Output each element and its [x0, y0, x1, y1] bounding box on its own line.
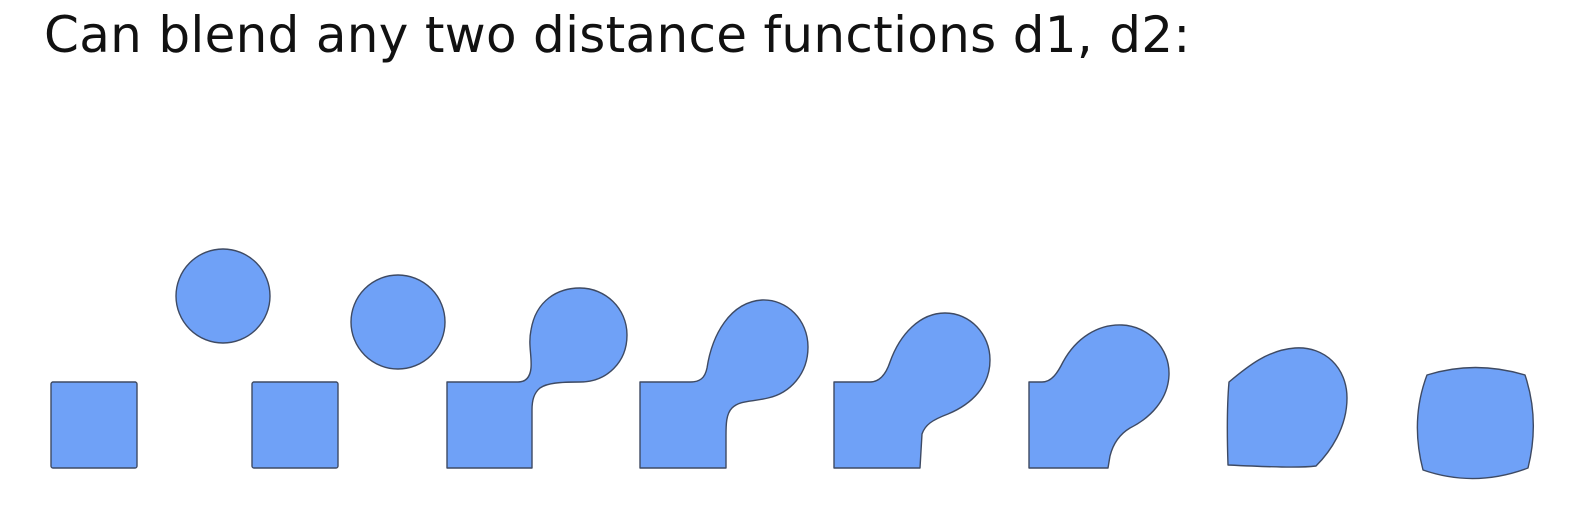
- square-shape: [50, 381, 138, 469]
- square-shape: [251, 381, 339, 469]
- blend-stage-3-shape: [446, 287, 628, 469]
- blend-stage-7-shape: [1226, 347, 1348, 468]
- circle-shape: [350, 274, 446, 370]
- blend-stage-1: [50, 248, 271, 469]
- blend-stage-5-shape: [833, 312, 991, 469]
- blend-stage-4-shape: [639, 299, 809, 469]
- circle-shape: [175, 248, 271, 344]
- blend-stage-8-shape: [1416, 366, 1534, 480]
- blend-stage-6-shape: [1028, 324, 1170, 469]
- blend-stage-2: [251, 274, 446, 469]
- slide-title: Can blend any two distance functions d1,…: [44, 6, 1191, 64]
